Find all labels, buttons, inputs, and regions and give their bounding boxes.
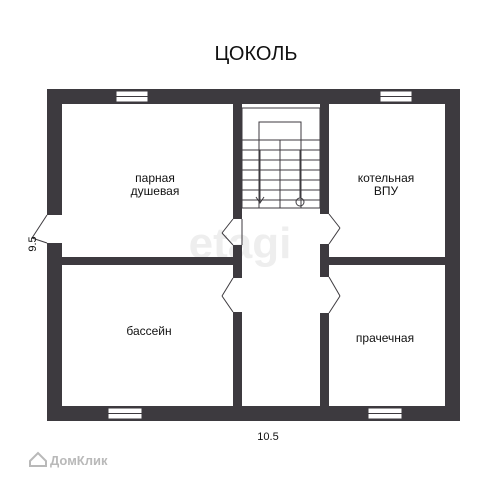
domclick-logo: ДомКлик <box>29 451 108 468</box>
windows <box>107 90 413 420</box>
wall-corridor-right-mid <box>320 244 329 277</box>
plan-title: ЦОКОЛЬ <box>215 43 298 65</box>
wall-corridor-left-upper <box>233 104 242 219</box>
wall-left-lower <box>47 243 62 421</box>
wall-corridor-right-lower <box>320 313 329 406</box>
wall-partition-right <box>329 257 445 265</box>
dimension-height: 9.5 <box>27 236 39 251</box>
room-label-boiler-line1: котельная <box>358 171 414 185</box>
wall-right <box>445 89 460 421</box>
wall-corridor-left-mid <box>233 245 242 278</box>
house-icon <box>29 451 47 467</box>
doors <box>31 213 341 314</box>
walls <box>47 89 460 421</box>
dimension-width: 10.5 <box>257 431 278 443</box>
wall-partition-left <box>62 257 233 265</box>
room-label-steam-line1: парная <box>135 171 175 185</box>
wall-top <box>47 89 460 104</box>
room-label-steam-line2: душевая <box>131 184 180 198</box>
room-label-laundry: прачечная <box>356 331 414 345</box>
wall-corridor-right-upper <box>320 104 329 214</box>
logo-text: ДомКлик <box>50 453 108 468</box>
staircase <box>241 107 321 209</box>
wall-left-upper <box>47 89 62 215</box>
room-label-boiler-line2: ВПУ <box>374 184 399 198</box>
wall-corridor-left-lower <box>233 312 242 406</box>
room-label-pool: бассейн <box>126 324 171 338</box>
wall-bottom <box>47 406 460 421</box>
